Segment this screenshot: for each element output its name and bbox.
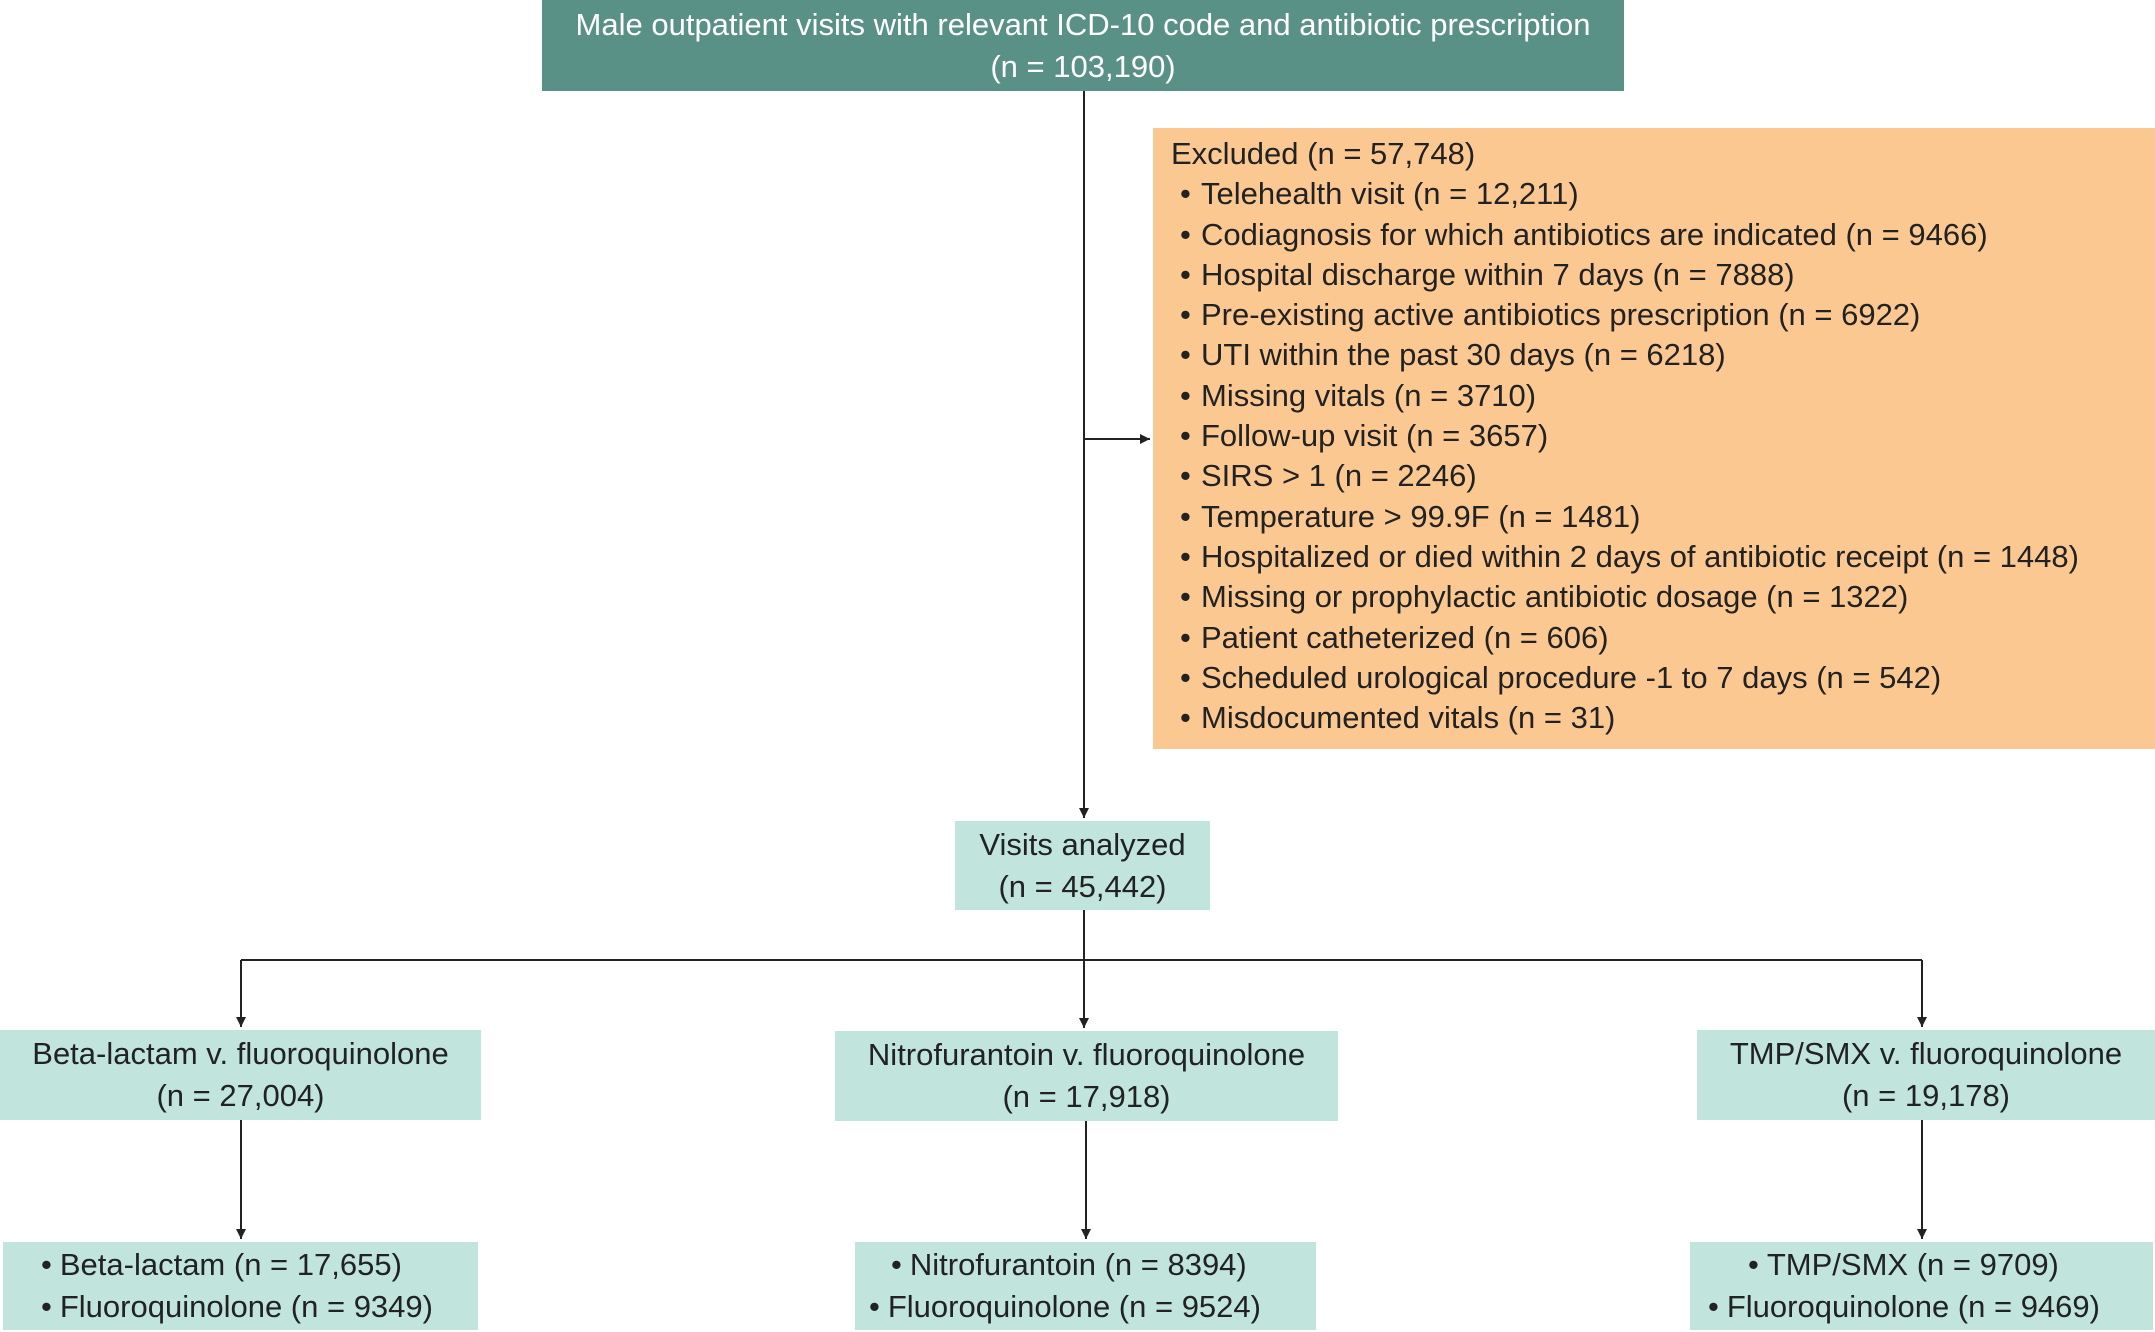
split-list: •Nitrofurantoin (n = 8394) •Fluoroquinol… xyxy=(869,1244,1316,1328)
bullet-icon: • xyxy=(1180,458,1191,494)
bullet-icon: • xyxy=(1708,1289,1719,1324)
excluded-item: •SIRS > 1 (n = 2246) xyxy=(1171,456,2155,496)
split-item: •Fluoroquinolone (n = 9524) xyxy=(869,1289,1261,1324)
bullet-icon: • xyxy=(1180,619,1191,655)
tmp-smx-split-box: •TMP/SMX (n = 9709) •Fluoroquinolone (n … xyxy=(1690,1242,2153,1330)
comparison-count: (n = 19,178) xyxy=(1841,1078,2011,1113)
excluded-item: •UTI within the past 30 days (n = 6218) xyxy=(1171,335,2155,375)
excluded-item: •Misdocumented vitals (n = 31) xyxy=(1171,698,2155,738)
bullet-icon: • xyxy=(1180,337,1191,373)
excluded-item: •Pre-existing active antibiotics prescri… xyxy=(1171,295,2155,335)
bullet-icon: • xyxy=(891,1247,902,1282)
visits-analyzed-box: Visits analyzed (n = 45,442) xyxy=(955,821,1210,910)
excluded-header: Excluded (n = 57,748) xyxy=(1171,136,1476,171)
bullet-icon: • xyxy=(1180,377,1191,413)
nitrofurantoin-split-box: •Nitrofurantoin (n = 8394) •Fluoroquinol… xyxy=(855,1242,1316,1330)
visits-analyzed-title: Visits analyzed xyxy=(979,826,1186,862)
bullet-icon: • xyxy=(1180,256,1191,292)
bullet-icon: • xyxy=(1180,700,1191,736)
bullet-icon: • xyxy=(869,1289,880,1324)
split-item: •Fluoroquinolone (n = 9469) xyxy=(1708,1289,2100,1324)
total-visits-count: (n = 103,190) xyxy=(990,48,1176,84)
split-list: •Beta-lactam (n = 17,655) •Fluoroquinolo… xyxy=(41,1244,478,1328)
total-visits-box: Male outpatient visits with relevant ICD… xyxy=(542,0,1624,91)
excluded-item: •Telehealth visit (n = 12,211) xyxy=(1171,174,2155,214)
comparison-title: Nitrofurantoin v. fluoroquinolone xyxy=(867,1037,1306,1072)
excluded-item: •Temperature > 99.9F (n = 1481) xyxy=(1171,497,2155,537)
excluded-list: •Telehealth visit (n = 12,211) •Codiagno… xyxy=(1171,174,2155,738)
bullet-icon: • xyxy=(1748,1247,1759,1282)
total-visits-title: Male outpatient visits with relevant ICD… xyxy=(575,6,1591,42)
comparison-title: Beta-lactam v. fluoroquinolone xyxy=(32,1036,449,1071)
comparison-title: TMP/SMX v. fluoroquinolone xyxy=(1729,1036,2123,1071)
excluded-item: •Hospital discharge within 7 days (n = 7… xyxy=(1171,255,2155,295)
visits-analyzed-count: (n = 45,442) xyxy=(998,868,1167,904)
bullet-icon: • xyxy=(41,1247,52,1282)
excluded-item: •Follow-up visit (n = 3657) xyxy=(1171,416,2155,456)
beta-lactam-split-box: •Beta-lactam (n = 17,655) •Fluoroquinolo… xyxy=(3,1242,478,1330)
bullet-icon: • xyxy=(1180,176,1191,212)
bullet-icon: • xyxy=(1180,418,1191,454)
excluded-item: •Hospitalized or died within 2 days of a… xyxy=(1171,537,2155,577)
excluded-item: •Missing or prophylactic antibiotic dosa… xyxy=(1171,577,2155,617)
bullet-icon: • xyxy=(1180,659,1191,695)
comparison-count: (n = 27,004) xyxy=(156,1078,325,1113)
split-item: •Nitrofurantoin (n = 8394) xyxy=(891,1247,1247,1282)
bullet-icon: • xyxy=(1180,538,1191,574)
bullet-icon: • xyxy=(41,1289,52,1324)
bullet-icon: • xyxy=(1180,297,1191,333)
bullet-icon: • xyxy=(1180,216,1191,252)
bullet-icon: • xyxy=(1180,579,1191,615)
tmp-smx-comparison-box: TMP/SMX v. fluoroquinolone (n = 19,178) xyxy=(1697,1030,2155,1120)
bullet-icon: • xyxy=(1180,498,1191,534)
excluded-item: •Codiagnosis for which antibiotics are i… xyxy=(1171,215,2155,255)
split-item: •Beta-lactam (n = 17,655) xyxy=(41,1247,402,1282)
beta-lactam-comparison-box: Beta-lactam v. fluoroquinolone (n = 27,0… xyxy=(0,1030,481,1120)
split-item: •TMP/SMX (n = 9709) xyxy=(1748,1247,2059,1282)
split-list: •TMP/SMX (n = 9709) •Fluoroquinolone (n … xyxy=(1708,1244,2153,1328)
excluded-item: •Patient catheterized (n = 606) xyxy=(1171,618,2155,658)
excluded-box: Excluded (n = 57,748) •Telehealth visit … xyxy=(1153,128,2155,749)
excluded-item: •Scheduled urological procedure -1 to 7 … xyxy=(1171,658,2155,698)
nitrofurantoin-comparison-box: Nitrofurantoin v. fluoroquinolone (n = 1… xyxy=(835,1031,1338,1121)
excluded-item: •Missing vitals (n = 3710) xyxy=(1171,376,2155,416)
split-item: •Fluoroquinolone (n = 9349) xyxy=(41,1289,433,1324)
comparison-count: (n = 17,918) xyxy=(1002,1079,1171,1114)
